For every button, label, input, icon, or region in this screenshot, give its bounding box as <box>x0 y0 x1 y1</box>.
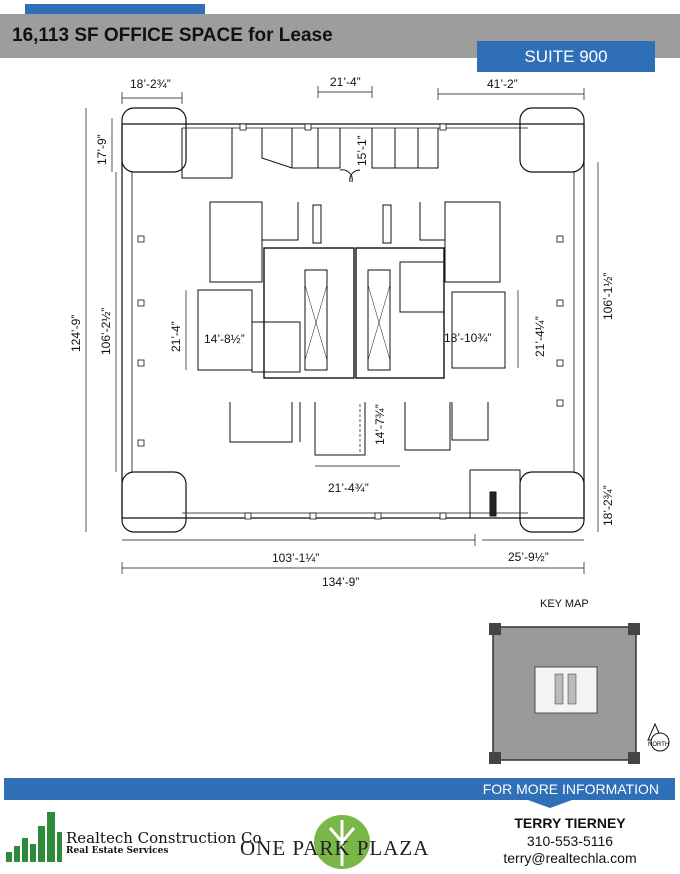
dim-lower-center-width: 21’-4¾” <box>328 481 369 495</box>
outer-walls <box>121 107 585 533</box>
key-map <box>489 623 640 764</box>
dim-core-right-height: 21’-4¼” <box>533 316 547 357</box>
realtech-logo-icon <box>6 812 62 862</box>
dim-top-center-width: 21’-4” <box>330 75 361 89</box>
dim-left-corner-height: 17’-9” <box>95 134 109 165</box>
suite-badge: SUITE 900 <box>477 41 655 72</box>
dim-top-right-width: 41’-2” <box>487 77 518 91</box>
plaza-logo-icon <box>314 815 370 869</box>
company-name: Realtech Construction Co <box>66 829 262 847</box>
dimension-lines <box>85 86 599 574</box>
dim-top-left-width: 18’-2¾” <box>130 77 171 91</box>
dim-right-inner-height: 106’-1½” <box>601 273 615 320</box>
building-core <box>197 201 506 456</box>
columns <box>137 123 564 520</box>
contact-email[interactable]: terry@realtechla.com <box>503 850 637 866</box>
dim-bottom-total-width: 134’-9” <box>322 575 359 589</box>
dim-core-right-width: 18’-10¾” <box>444 331 491 345</box>
company-subtitle: Real Estate Services <box>66 846 169 856</box>
page-title: 16,113 SF OFFICE SPACE for Lease <box>12 25 333 46</box>
dim-lower-center-depth: 14’-7¾” <box>373 404 387 445</box>
info-band <box>4 778 675 800</box>
dim-core-center-depth: 15’-1” <box>355 135 369 166</box>
north-label: NORTH <box>648 742 669 748</box>
suite-label: SUITE 900 <box>524 46 608 66</box>
contact-name: TERRY TIERNEY <box>514 815 626 831</box>
building-logo-text: ONE PARK PLAZA <box>240 836 430 860</box>
dim-core-left-height: 21’-4” <box>169 321 183 352</box>
top-accent-bar <box>25 4 205 14</box>
key-map-label: KEY MAP <box>540 598 589 610</box>
dim-bottom-right-width: 25’-9½” <box>508 550 549 564</box>
north-arrow-icon: NORTH <box>647 722 670 752</box>
dim-left-outer-height: 124’-9” <box>69 315 83 352</box>
dim-right-corner-height: 18’-2¾” <box>601 485 615 526</box>
dim-core-left-width: 14’-8½” <box>204 332 245 346</box>
dim-bottom-left-width: 103’-1¼” <box>272 551 319 565</box>
bottom-right-suite <box>469 469 521 518</box>
contact-phone[interactable]: 310-553-5116 <box>526 833 614 849</box>
info-banner-text: FOR MORE INFORMATION <box>482 781 659 797</box>
info-banner-pointer <box>528 800 572 808</box>
top-offices <box>181 128 439 183</box>
dim-left-inner-height: 106’-2½” <box>99 308 113 355</box>
